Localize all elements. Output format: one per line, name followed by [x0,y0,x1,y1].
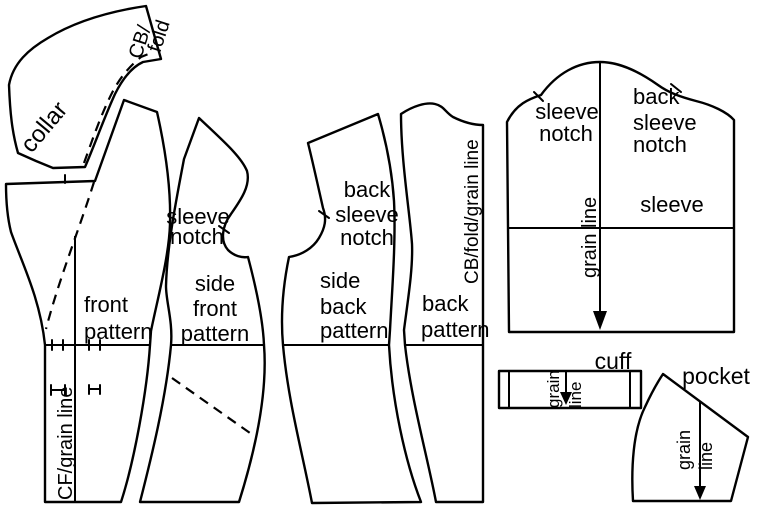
sleeve-front-notch-tick [533,91,544,102]
sleeve-back-notch-label-line-3: notch [633,132,687,157]
front-pattern-outline [4,98,172,504]
cb-fold-grain-line-label: CB/fold/grain line [462,139,483,284]
back-pattern-outline [399,102,485,504]
front-pattern-label-line-1: front [84,292,128,317]
cuff-grain-line-label-line-2: line [566,382,585,408]
front-buttonhole-mark-2 [88,384,101,395]
sleeve-piece: sleeve notch back sleeve notch sleeve gr… [505,60,736,334]
side-front-outline [138,116,266,504]
side-front-sleeve-notch-label-line-2: notch [170,224,224,249]
side-front-pattern-label-line-2: front [193,296,237,321]
cf-grain-line-label: CF/grain line [55,387,77,500]
sleeve-notch-label-line-1: sleeve [535,99,599,124]
side-front-armhole-notch-tick [218,225,230,234]
side-back-pattern-label-line-2: back [320,294,367,319]
sleeve-back-notch-label-line-2: sleeve [633,110,697,135]
front-buttonhole-mark-1 [50,384,66,396]
side-back-pattern-label-line-1: side [320,268,360,293]
side-front-pattern-label-line-1: side [195,271,235,296]
cuff-outline [497,369,643,410]
collar-label: collar [15,97,73,158]
side-front-pattern-label-line-3: pattern [181,321,250,346]
sleeve-outline [505,60,736,334]
cuff-label: cuff [595,348,632,374]
pocket-label: pocket [682,363,750,389]
pocket-grain-line-label-line-1: grain [674,430,694,470]
pocket-grain-arrowhead [694,486,706,500]
sleeve-grain-line-label: grain line [579,197,601,278]
back-pattern-label-line-1: back [422,291,469,316]
side-back-pattern-label-line-3: pattern [320,318,389,343]
back-pattern-label-line-2: pattern [421,317,490,342]
front-pattern-label-line-2: pattern [84,319,153,344]
front-waist-notch-ticks [51,339,101,351]
collar-outline [7,4,163,170]
cuff-grain-line-label-line-1: grain [544,370,563,408]
side-back-outline [280,112,423,505]
cuff-piece: cuff grain line [497,348,643,410]
side-front-pocket-line [171,377,251,434]
back-pattern-piece: back pattern CB/fold/grain line [399,102,490,504]
side-back-sleeve-notch-label-line-2: sleeve [335,202,399,227]
collar-piece: collar CB/ fold [7,4,175,170]
pocket-outline [631,372,750,503]
front-pattern-piece: front pattern CF/grain line [4,98,172,504]
side-back-pattern-piece: back sleeve notch side back pattern [280,112,423,505]
sleeve-grain-arrowhead [593,311,607,330]
side-front-pattern-piece: sleeve notch side front pattern [138,116,266,504]
sleeve-label: sleeve [640,192,704,217]
pocket-piece: pocket grain line [631,363,750,503]
sleeve-back-notch-tick [670,83,682,93]
collar-roll-line [82,51,152,164]
side-back-sleeve-notch-label-line-1: back [344,177,391,202]
pocket-grain-line-label-line-2: line [696,442,716,470]
front-roll-line [44,181,96,330]
side-front-sleeve-notch-label-line-1: sleeve [166,204,230,229]
side-back-armhole-notch-tick [318,210,330,219]
side-back-sleeve-notch-label-line-3: notch [340,225,394,250]
cuff-grain-arrowhead [560,392,572,405]
cb-fold-label-line-2: fold [144,17,175,54]
sleeve-back-notch-label-line-1: back [633,84,680,109]
sleeve-notch-label-line-2: notch [539,121,593,146]
